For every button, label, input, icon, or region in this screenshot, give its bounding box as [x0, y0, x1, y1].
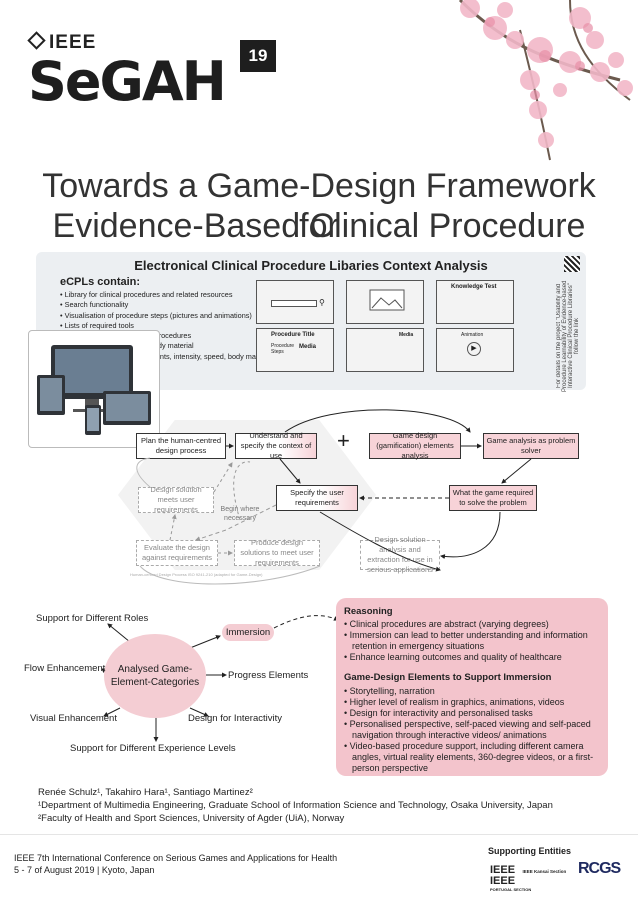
arrow [107, 623, 131, 643]
plus-sign: + [337, 428, 350, 453]
supporting-entities-heading: Supporting Entities [488, 846, 571, 856]
search-input [271, 300, 317, 307]
iso-caption: Human-centred Design Process ISO 9241-21… [130, 572, 263, 577]
list-item: Enhance learning outcomes and quality of… [344, 652, 599, 663]
context-analysis-heading: Electronical Clinical Procedure Libaries… [134, 258, 488, 273]
image-icon [369, 289, 405, 311]
affiliation-2: ²Faculty of Health and Sport Sciences, U… [38, 813, 345, 824]
year-badge: 19 [240, 40, 276, 72]
visual-enhancement-label: Visual Enhancement [30, 713, 117, 724]
game-requirements-box: What the game required to solve the prob… [449, 485, 537, 511]
author-names: Renée Schulz¹, Takahiro Hara¹, Santiago … [38, 787, 253, 798]
support-experience-label: Support for Different Experience Levels [70, 743, 236, 754]
ieee-kansai-logo: IEEE IEEE Kansai Section [490, 864, 567, 876]
ieee-portugal-logo: IEEE PORTUGAL SECTION [490, 875, 532, 892]
progress-elements-label: Progress Elements [228, 670, 309, 681]
immersion-pill: Immersion [222, 624, 274, 641]
immersion-elements-heading: Game-Design Elements to Support Immersio… [344, 672, 552, 683]
search-icon: ⚲ [319, 298, 325, 307]
animation-mockup: Animation ▶ [436, 328, 514, 372]
footer-divider [0, 834, 638, 835]
media-screen-mockup [346, 280, 424, 324]
list-item: Design for interactivity and personalise… [344, 708, 599, 719]
list-item: Clinical procedures are abstract (varyin… [344, 619, 599, 630]
specify-requirements-box: Specify the user requirements [276, 485, 358, 511]
design-meets-requirements-box: Design solution meets user requirements [138, 485, 214, 514]
arrow [501, 458, 532, 484]
evaluate-design-box: Evaluate the design against requirements [136, 540, 218, 566]
game-analysis-box: Game analysis as problem solver [483, 433, 579, 459]
list-item: Higher level of realism in graphics, ani… [344, 697, 599, 708]
ecpls-heading: eCPLs contain: [60, 276, 141, 288]
game-design-elements-box: Game design (gamification) elements anal… [369, 431, 461, 460]
reasoning-heading: Reasoning [344, 606, 393, 617]
media-list-mockup: Media [346, 328, 424, 372]
devices-icon [37, 345, 151, 435]
search-screen-mockup: ⚲ [256, 280, 334, 324]
conference-date: 5 - 7 of August 2019 | Kyoto, Japan [14, 865, 155, 875]
list-item: Video-based procedure support, including… [344, 741, 599, 774]
ieee-logo: IEEE [27, 31, 96, 54]
segah-logo: SeGAH [28, 50, 227, 113]
authors-block: Renée Schulz¹, Takahiro Hara¹, Santiago … [38, 786, 553, 825]
list-item: Visualisation of procedure steps (pictur… [60, 311, 275, 321]
flow-enhancement-label: Flow Enhancement [24, 663, 106, 674]
produce-solutions-box: Produce design solutions to meet user re… [234, 538, 320, 567]
procedure-mockup: Procedure Title Procedure Steps Media [256, 328, 334, 372]
arrow [440, 511, 501, 560]
list-item: Personalised perspective, self-paced vie… [344, 719, 599, 741]
rcgs-logo: RCGS [578, 860, 621, 877]
plan-design-process-box: Plan the human-centred design process [136, 433, 226, 459]
affiliation-1: ¹Department of Multimedia Engineering, G… [38, 800, 553, 811]
list-item: Search functionality [60, 300, 275, 310]
arrow [189, 635, 221, 649]
conference-name: IEEE 7th International Conference on Ser… [14, 853, 338, 863]
ieee-diamond-icon [27, 31, 46, 50]
devices-illustration [28, 330, 160, 448]
list-item: Library for clinical procedures and rela… [60, 290, 275, 300]
list-item: Storytelling, narration [344, 686, 599, 697]
poster-title-line-1: Towards a Game-Design Framework for [42, 167, 596, 245]
begin-where-necessary-label: Begin where necessary [220, 506, 260, 522]
reasoning-list: Clinical procedures are abstract (varyin… [344, 619, 599, 663]
immersion-elements-list: Storytelling, narration Higher level of … [344, 686, 599, 774]
project-link-note: For details on the project "Usability an… [556, 280, 580, 392]
analysed-categories-ellipse: Analysed Game-Element-Categories [104, 634, 206, 718]
support-roles-label: Support for Different Roles [36, 613, 149, 624]
arrow [273, 615, 339, 629]
design-interactivity-label: Design for Interactivity [188, 713, 282, 724]
play-icon: ▶ [467, 342, 481, 356]
list-item: Lists of required tools [60, 321, 275, 331]
understand-context-box: Understand and specify the context of us… [235, 431, 317, 460]
list-item: Immersion can lead to better understandi… [344, 630, 599, 652]
cherry-blossom-image [458, 0, 633, 161]
design-extraction-box: Design solution analysis and extraction … [360, 535, 440, 574]
qr-code-icon [564, 256, 580, 272]
conference-info: IEEE 7th International Conference on Ser… [14, 852, 337, 876]
knowledge-test-mockup: Knowledge Test [436, 280, 514, 324]
